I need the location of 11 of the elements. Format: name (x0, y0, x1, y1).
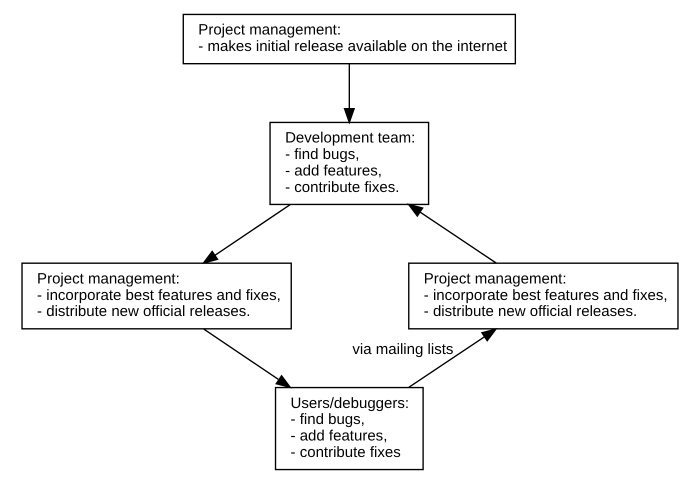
edge-label: via mailing lists (352, 340, 454, 358)
node-box: Development team: - find bugs, - add features, - contribute fixes. (269, 121, 430, 205)
arrow (203, 328, 292, 388)
arrow (344, 63, 356, 124)
node-box: Project management: - makes initial release available on the internet (182, 13, 516, 64)
node-box: Project management: - incorporate best features and fixes, - distribute new official releases. (408, 262, 679, 329)
arrow (408, 327, 498, 388)
node-box: Project management: - incorporate best features and fixes, - distribute new official releases. (21, 262, 292, 329)
arrow (406, 202, 496, 264)
arrow (202, 203, 291, 264)
node-box: Users/debuggers: - find bugs, - add features, - contribute fixes (274, 386, 424, 470)
